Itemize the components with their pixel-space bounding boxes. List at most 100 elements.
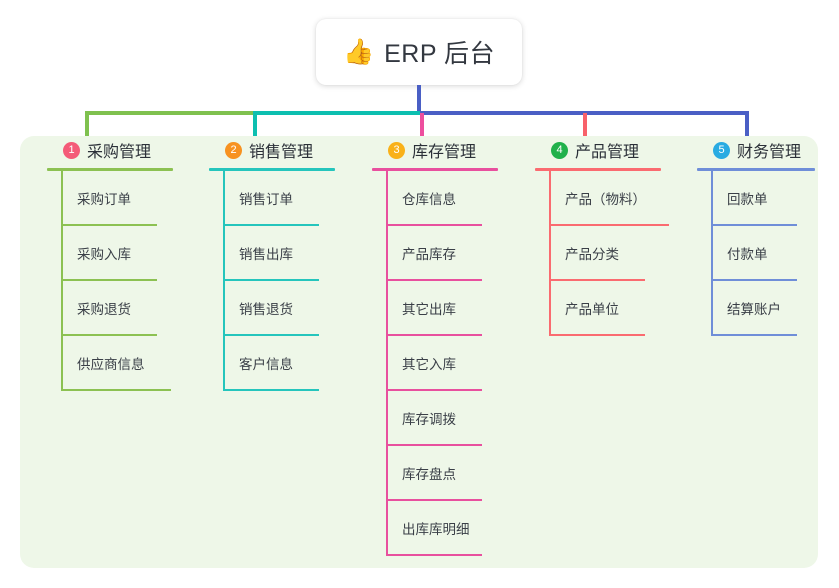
branch-number-badge: 1 xyxy=(63,141,80,159)
branch-number-badge: 5 xyxy=(713,141,730,159)
branch-item-rule xyxy=(386,499,482,501)
branch-item-label: 出库库明细 xyxy=(402,522,470,537)
branch-item-label: 回款单 xyxy=(727,192,768,207)
branch-underline xyxy=(209,168,335,171)
branch-item-label: 产品（物料） xyxy=(565,192,646,207)
branch-title: 采购管理 xyxy=(87,144,152,161)
drop-branch-2 xyxy=(253,113,257,143)
branch-item[interactable]: 出库库明细 xyxy=(386,501,532,556)
branch-header-5[interactable]: 5 财务管理 xyxy=(697,136,839,164)
branch-items: 采购订单采购入库采购退货供应商信息 xyxy=(61,171,207,391)
branch-item[interactable]: 其它入库 xyxy=(386,336,532,391)
branch-item-label: 销售退货 xyxy=(239,302,293,317)
branch-items: 回款单付款单结算账户 xyxy=(711,171,839,336)
branch-item-label: 采购退货 xyxy=(77,302,131,317)
branch-item-rule xyxy=(223,389,319,391)
branch-item-rule xyxy=(549,279,645,281)
branch-item-rule xyxy=(386,224,482,226)
branch-item[interactable]: 采购订单 xyxy=(61,171,207,226)
branch-item-label: 其它出库 xyxy=(402,302,456,317)
green-segment xyxy=(85,111,255,115)
branch-underline xyxy=(372,168,498,171)
branch-items: 产品（物料） 产品分类产品单位 xyxy=(549,171,695,336)
branch-title: 销售管理 xyxy=(249,144,314,161)
branch-item[interactable]: 销售订单 xyxy=(223,171,369,226)
branch-column-2: 2 销售管理销售订单销售出库销售退货客户信息 xyxy=(209,136,369,391)
root-node[interactable]: 👍 ERP 后台 xyxy=(316,19,522,85)
branch-number-badge: 2 xyxy=(225,141,242,159)
branch-title: 财务管理 xyxy=(737,144,802,161)
branch-underline xyxy=(535,168,661,171)
branch-item[interactable]: 回款单 xyxy=(711,171,839,226)
branch-item[interactable]: 付款单 xyxy=(711,226,839,281)
branch-item-label: 产品单位 xyxy=(565,302,619,317)
branch-spine xyxy=(549,171,551,336)
branch-item-label: 库存调拨 xyxy=(402,412,456,427)
branch-item-rule xyxy=(61,224,157,226)
branch-item-rule xyxy=(386,554,482,556)
branch-item[interactable]: 销售出库 xyxy=(223,226,369,281)
drop-branch-5 xyxy=(745,113,749,143)
branch-number-badge: 4 xyxy=(551,141,568,159)
branch-item[interactable]: 库存盘点 xyxy=(386,446,532,501)
branch-items: 仓库信息产品库存其它出库其它入库库存调拨库存盘点出库库明细 xyxy=(386,171,532,556)
branch-item-label: 采购入库 xyxy=(77,247,131,262)
branch-item[interactable]: 其它出库 xyxy=(386,281,532,336)
branch-underline xyxy=(697,168,815,171)
branch-item-rule xyxy=(711,279,797,281)
branch-item[interactable]: 产品单位 xyxy=(549,281,695,336)
branch-column-1: 1 采购管理采购订单采购入库采购退货供应商信息 xyxy=(47,136,207,391)
branch-item-label: 仓库信息 xyxy=(402,192,456,207)
branch-item-rule xyxy=(61,334,157,336)
branch-underline xyxy=(47,168,173,171)
branch-item-rule xyxy=(386,444,482,446)
thumbs-up-icon: 👍 xyxy=(342,37,375,66)
branch-item-label: 销售订单 xyxy=(239,192,293,207)
branch-item[interactable]: 供应商信息 xyxy=(61,336,207,391)
branch-item-label: 产品库存 xyxy=(402,247,456,262)
branch-column-4: 4 产品管理产品（物料） 产品分类产品单位 xyxy=(535,136,695,336)
teal-segment xyxy=(253,111,422,115)
branch-item[interactable]: 销售退货 xyxy=(223,281,369,336)
branch-items: 销售订单销售出库销售退货客户信息 xyxy=(223,171,369,391)
drop-branch-1 xyxy=(85,113,89,143)
branch-item[interactable]: 结算账户 xyxy=(711,281,839,336)
branch-item-label: 供应商信息 xyxy=(77,357,145,372)
drop-branch-3 xyxy=(420,113,424,143)
branch-item-rule xyxy=(223,279,319,281)
branch-item[interactable]: 产品库存 xyxy=(386,226,532,281)
branch-item[interactable]: 产品分类 xyxy=(549,226,695,281)
branch-header-1[interactable]: 1 采购管理 xyxy=(47,136,207,164)
root-node-title: ERP 后台 xyxy=(384,40,496,68)
branches-panel: 1 采购管理采购订单采购入库采购退货供应商信息 2 销售管理销售订单销售出库销售退货客… xyxy=(20,136,818,568)
branch-item-rule xyxy=(549,224,669,226)
branch-spine xyxy=(386,171,388,556)
branch-item-rule xyxy=(549,334,645,336)
branch-item-rule xyxy=(711,224,797,226)
branch-item-label: 付款单 xyxy=(727,247,768,262)
branch-item[interactable]: 采购退货 xyxy=(61,281,207,336)
branch-item[interactable]: 客户信息 xyxy=(223,336,369,391)
branch-item-rule xyxy=(386,389,482,391)
branch-header-4[interactable]: 4 产品管理 xyxy=(535,136,695,164)
branch-item-rule xyxy=(61,279,157,281)
branch-item-label: 销售出库 xyxy=(239,247,293,262)
branch-item[interactable]: 仓库信息 xyxy=(386,171,532,226)
branch-item[interactable]: 采购入库 xyxy=(61,226,207,281)
branch-item-label: 库存盘点 xyxy=(402,467,456,482)
branch-spine xyxy=(223,171,225,391)
root-stem-connector xyxy=(417,85,421,113)
branch-title: 产品管理 xyxy=(575,144,640,161)
branch-item-rule xyxy=(386,279,482,281)
branch-item-rule xyxy=(223,224,319,226)
branch-number-badge: 3 xyxy=(388,141,405,159)
branch-item[interactable]: 产品（物料） xyxy=(549,171,695,226)
branch-item-rule xyxy=(61,389,171,391)
branch-item-rule xyxy=(711,334,797,336)
branch-item-rule xyxy=(386,334,482,336)
branch-spine xyxy=(61,171,63,391)
branch-item[interactable]: 库存调拨 xyxy=(386,391,532,446)
branch-header-2[interactable]: 2 销售管理 xyxy=(209,136,369,164)
